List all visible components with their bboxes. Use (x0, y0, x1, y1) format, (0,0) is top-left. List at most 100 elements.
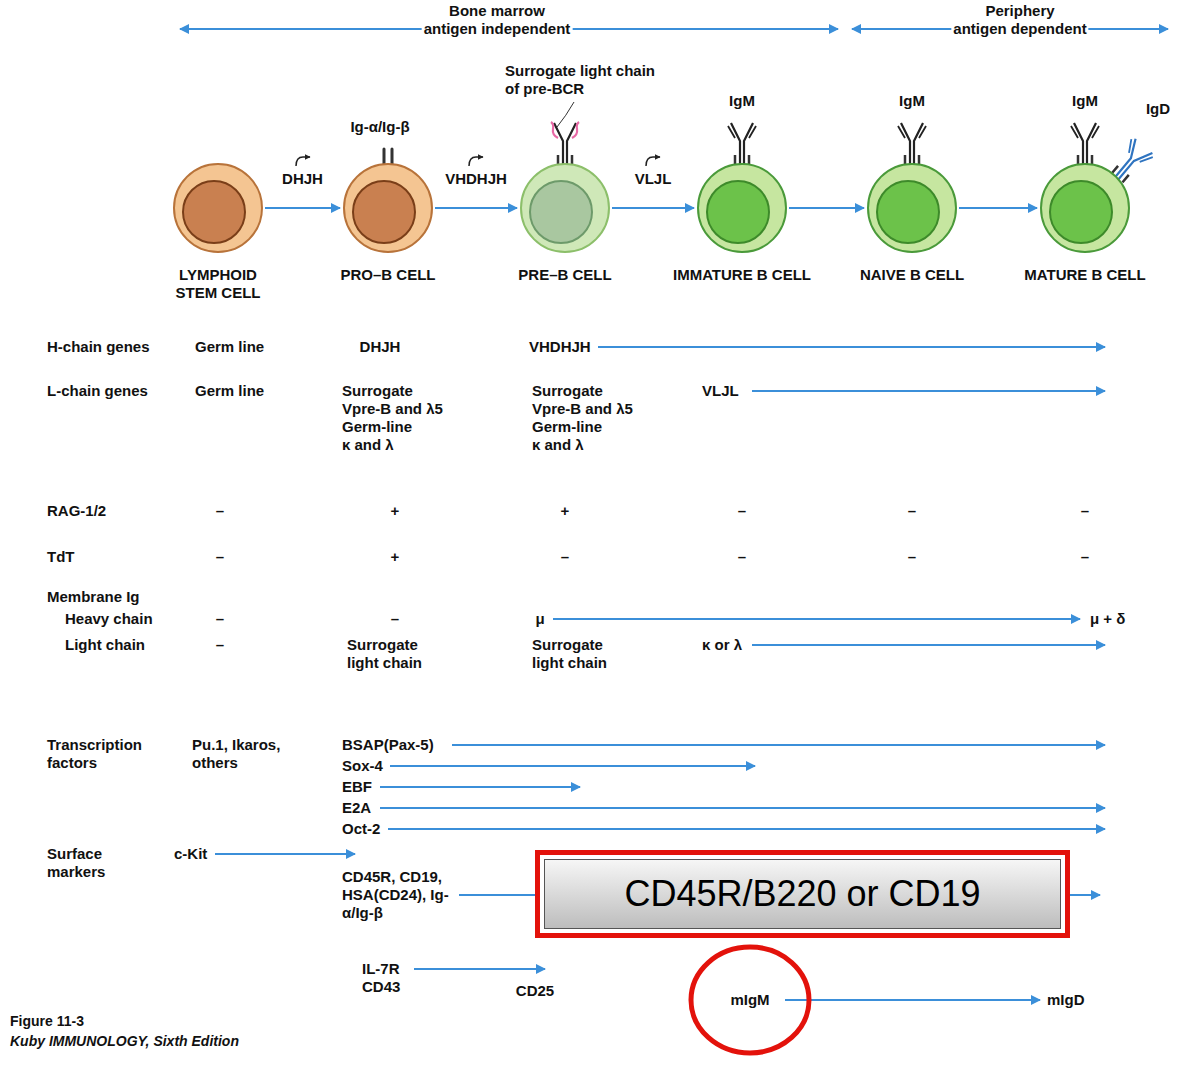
igm-receptor (1071, 123, 1099, 165)
molecule-label: IgM (1070, 92, 1100, 110)
table-cell: – (214, 610, 226, 628)
table-cell: Surrogate Vpre-B and λ5 (530, 382, 646, 418)
expression-arrow (452, 744, 1105, 746)
expression-arrow (407, 968, 545, 970)
molecule-label: IgD (1144, 100, 1172, 118)
table-cell: DHJH (358, 338, 403, 356)
row-header: L-chain genes (45, 382, 150, 400)
table-cell: Germ line (193, 338, 266, 356)
table-cell: – (214, 502, 226, 520)
cell-membrane (344, 164, 432, 252)
table-cell: E2A (340, 799, 373, 817)
ring-outline (691, 947, 809, 1053)
molecule-label: IgM (897, 92, 927, 110)
cell-nucleus (530, 181, 592, 243)
table-cell: – (1079, 548, 1091, 566)
edge-label: VLJL (633, 170, 674, 188)
table-cell: – (214, 548, 226, 566)
expression-arrow (380, 807, 1105, 809)
cell-membrane (868, 164, 956, 252)
cell-membrane (698, 164, 786, 252)
stage-arrow (789, 207, 864, 209)
heavy-chain (554, 123, 576, 165)
highlight-panel: CD45R/B220 or CD19 (544, 859, 1061, 929)
cell-caption: MATURE B CELL (996, 266, 1174, 284)
table-cell: + (389, 502, 402, 520)
cell-name: PRO–B CELL (299, 266, 477, 284)
table-cell: CD25 (514, 982, 556, 1000)
stage-arrow (265, 207, 340, 209)
table-cell: – (389, 610, 401, 628)
table-cell: + (559, 502, 572, 520)
surrogate-light-chain (551, 122, 579, 138)
table-cell: BSAP(Pax-5) (340, 736, 436, 754)
table-cell: Germ-line κ and λ (530, 418, 610, 454)
cell-name: PRE–B CELL (476, 266, 654, 284)
row-header: Transcription factors (45, 736, 159, 772)
expression-arrow (752, 390, 1105, 392)
rearrangement-symbols (296, 157, 660, 166)
region-heading: antigen dependent (951, 20, 1088, 38)
figure-source: Kuby IMMUNOLOGY, Sixth Edition (8, 1032, 241, 1050)
table-cell: κ or λ (700, 636, 744, 654)
table-cell: Oct-2 (340, 820, 382, 838)
cell-membrane (521, 164, 609, 252)
cell-caption: PRE–B CELL (476, 266, 654, 284)
edge-label: DHJH (280, 170, 325, 188)
table-cell: – (906, 502, 918, 520)
expression-arrow (388, 828, 1105, 830)
cell-name: IMMATURE B CELL (653, 266, 831, 284)
rearrangement-symbol (296, 157, 310, 166)
table-cell: – (906, 548, 918, 566)
leader-line (557, 102, 574, 127)
cell-caption: LYMPHOID STEM CELL (133, 266, 303, 302)
stage-arrow (435, 207, 517, 209)
expression-arrow (752, 644, 1105, 646)
cell-caption: NAIVE B CELL (823, 266, 1001, 284)
expression-arrow (785, 999, 1040, 1001)
expression-arrow (390, 765, 755, 767)
expression-arrows (215, 347, 1105, 1000)
ig-alpha-beta (384, 149, 392, 164)
edge-label: VHDHJH (443, 170, 509, 188)
table-cell: mIgD (1045, 991, 1087, 1009)
cell-caption: IMMATURE B CELL (653, 266, 831, 284)
table-cell: Surrogate Vpre-B and λ5 (340, 382, 456, 418)
table-cell: EBF (340, 778, 374, 796)
cell-nucleus (1050, 181, 1112, 243)
highlight-box: CD45R/B220 or CD19 (535, 850, 1070, 938)
cell-name: NAIVE B CELL (823, 266, 1001, 284)
cell-shape (133, 162, 303, 254)
table-cell: – (1079, 502, 1091, 520)
cell-caption: PRO–B CELL (299, 266, 477, 284)
cell-membrane (174, 164, 262, 252)
table-cell: Pu.1, Ikaros, others (190, 736, 304, 772)
cell-membrane (1041, 164, 1129, 252)
expression-arrow (553, 618, 1080, 620)
cell-name: LYMPHOID STEM CELL (168, 266, 268, 302)
row-header: Surface markers (45, 845, 129, 881)
pre-bcr (551, 122, 579, 165)
stage-arrow (959, 207, 1037, 209)
cell-node: IMMATURE B CELL (653, 162, 831, 284)
table-cell: μ (533, 610, 546, 628)
expression-arrow (380, 786, 580, 788)
highlight-circle: mIgM (688, 944, 812, 1056)
table-cell: Surrogate light chain (345, 636, 437, 672)
expression-arrow (598, 346, 1105, 348)
cell-shape (1000, 162, 1170, 254)
table-cell: Surrogate light chain (530, 636, 622, 672)
igm-receptor (728, 123, 756, 165)
cell-nucleus (183, 181, 245, 243)
table-cell: – (214, 636, 226, 654)
row-header: H-chain genes (45, 338, 152, 356)
cell-node: MATURE B CELL (996, 162, 1174, 284)
table-cell: – (736, 502, 748, 520)
row-header: RAG-1/2 (45, 502, 108, 520)
cell-node: LYMPHOID STEM CELL (133, 162, 303, 302)
molecule-label: Surrogate light chain of pre-BCR (503, 62, 657, 98)
row-header: Light chain (63, 636, 147, 654)
rearrangement-symbol (469, 157, 483, 166)
row-header: TdT (45, 548, 77, 566)
cell-node: NAIVE B CELL (823, 162, 1001, 284)
